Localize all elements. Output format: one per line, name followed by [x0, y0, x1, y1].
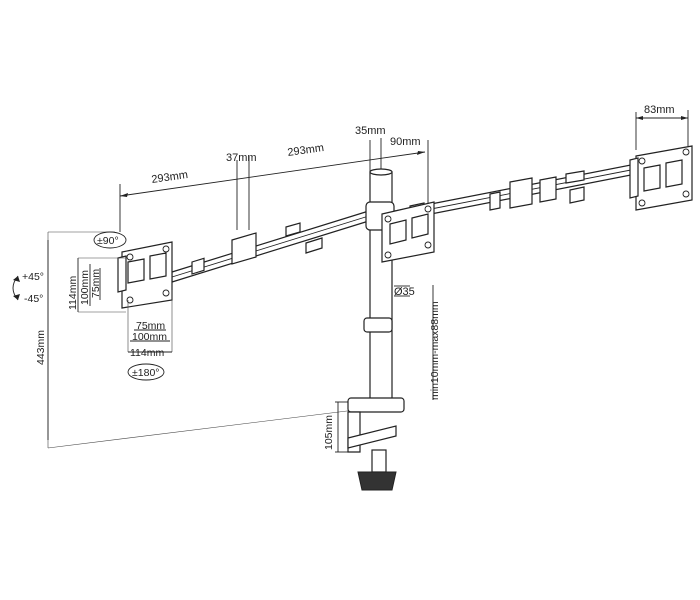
desk-clamp — [335, 397, 405, 491]
rotate-arrow-icon — [127, 363, 165, 381]
dim-clamp-range: min10mm-max88mm — [429, 301, 441, 400]
dim-vesa-100-w: 100mm — [132, 331, 167, 343]
dim-end-plate: 83mm — [644, 104, 675, 116]
label-swivel: ±90° — [97, 235, 119, 247]
dim-clamp-height: 105mm — [323, 415, 335, 450]
middle-vesa-plate — [381, 201, 435, 263]
dim-vesa-75-h: 75mm — [90, 269, 102, 298]
label-tilt-up: +45° — [22, 271, 44, 283]
dim-total-height: 443mm — [35, 330, 47, 365]
dim-arm-length-left: 293mm — [151, 169, 189, 186]
dim-vesa-75-w: 75mm — [136, 320, 165, 332]
support-pole — [363, 168, 410, 401]
dim-pole-diameter: Ø35 — [394, 286, 415, 298]
dim-arm-length-right: 293mm — [287, 142, 325, 159]
dim-joint-width: 37mm — [226, 152, 257, 164]
left-vesa-vertical-dims — [77, 257, 126, 313]
left-vesa-horizontal-dims — [127, 290, 173, 353]
left-vesa-plate — [117, 241, 173, 309]
right-vesa-plate — [629, 145, 693, 211]
swivel-arrow-icon — [93, 231, 127, 249]
top-dimension-line — [119, 138, 429, 232]
end-plate-dimension — [635, 110, 689, 150]
dim-plate-offset: 90mm — [390, 136, 421, 148]
dim-pole-offset: 35mm — [355, 125, 386, 137]
swivel-annotation — [93, 231, 127, 249]
label-rotate: ±180° — [132, 367, 159, 379]
rotate-annotation — [127, 363, 165, 381]
dim-vesa-100-h: 100mm — [79, 270, 91, 305]
dim-vesa-114-h: 114mm — [67, 276, 79, 310]
dim-vesa-114-w: 114mm — [130, 347, 164, 359]
left-arm — [171, 209, 373, 283]
label-tilt-down: -45° — [24, 293, 43, 305]
tilt-annotation — [12, 275, 20, 301]
